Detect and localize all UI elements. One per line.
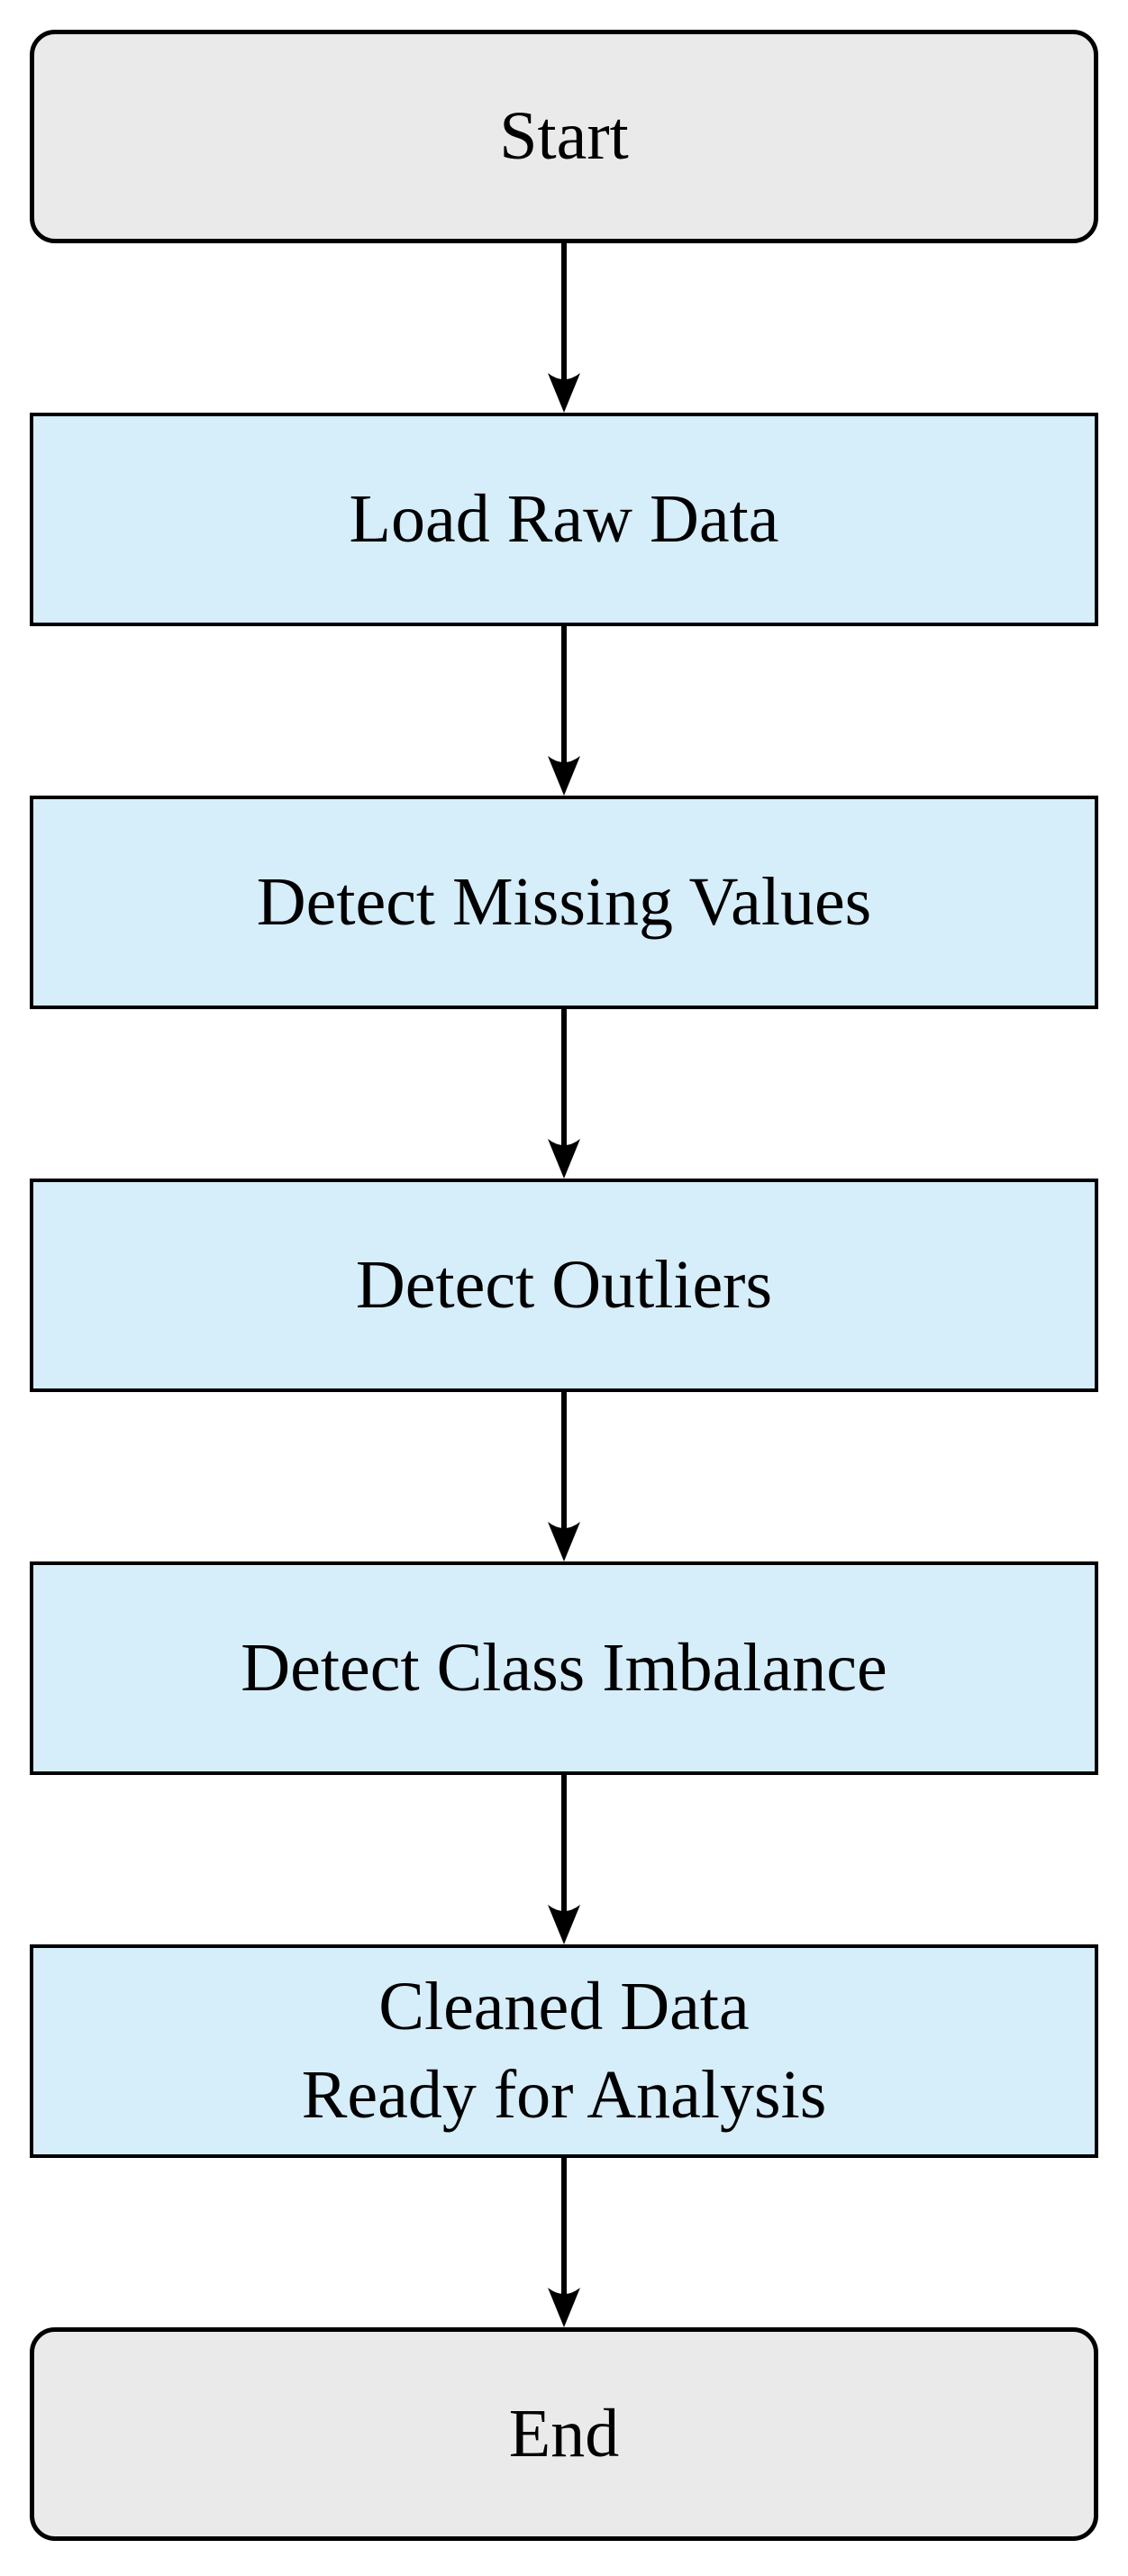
flow-arrow-down-icon [548,1775,580,1944]
flow-arrow-down-icon [548,1392,580,1561]
flow-arrow-down-icon [548,626,580,796]
node-detect-class-imbalance: Detect Class Imbalance [30,1561,1098,1775]
flow-arrow-down-icon [548,243,580,413]
flow-arrow-down-icon [548,2158,580,2327]
flow-arrow-down-icon [548,1009,580,1179]
node-cleaned-data-ready: Cleaned Data Ready for Analysis [30,1944,1098,2158]
node-end: End [30,2327,1098,2541]
node-load-raw-data: Load Raw Data [30,413,1098,626]
node-detect-outliers: Detect Outliers [30,1179,1098,1392]
node-start: Start [30,30,1098,243]
node-detect-missing-values: Detect Missing Values [30,796,1098,1009]
